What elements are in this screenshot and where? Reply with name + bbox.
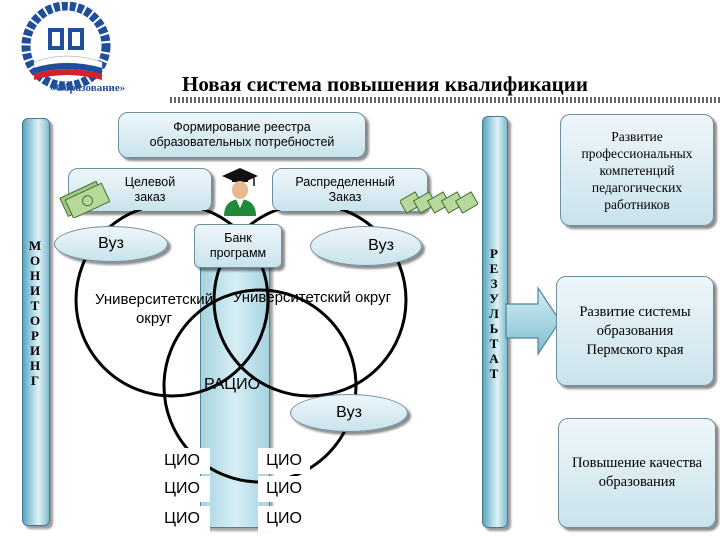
program-bank-label: Банк программ	[209, 231, 267, 260]
logo-caption: «Образование»	[50, 82, 126, 94]
univ-circle-left	[74, 210, 270, 398]
result-letter: Е	[489, 261, 499, 276]
quality-box: Повышение качества образования	[558, 418, 716, 528]
cio-left-2: ЦИО	[154, 476, 210, 502]
univ-circle-right	[212, 210, 408, 398]
graduate-icon	[222, 168, 258, 216]
cio-right-1: ЦИО	[258, 448, 310, 474]
cio-left-1: ЦИО	[154, 448, 210, 474]
monitoring-letter: О	[29, 253, 41, 268]
system-dev-box: Развитие системы образования Пермского к…	[556, 276, 714, 386]
vuz-bottom-oval: Вуз	[290, 394, 408, 432]
result-letter: Л	[489, 306, 499, 321]
distributed-order-box: Распределенный Заказ	[272, 168, 428, 212]
ratsio-label: РАЦИО	[204, 376, 261, 393]
monitoring-letter: Г	[30, 373, 40, 388]
vuz-right-oval: Вуз	[310, 226, 422, 266]
result-letter: Ь	[489, 321, 499, 336]
univ-right-label: Университетский округ	[232, 289, 392, 306]
cio-right-2: ЦИО	[258, 476, 310, 502]
money-icon	[59, 180, 110, 218]
cio-left-3: ЦИО	[154, 506, 210, 532]
logo: «Образование»	[4, 1, 154, 102]
univ-left-label: Университетский округ	[95, 291, 213, 327]
money-stack-icon	[400, 191, 478, 214]
monitoring-letter: Р	[31, 328, 39, 343]
logo-emblem	[21, 1, 111, 91]
result-letter: Р	[490, 246, 498, 261]
distributed-order-label: Распределенный Заказ	[295, 175, 395, 204]
monitoring-letter: И	[29, 343, 41, 358]
monitoring-letter: Н	[29, 358, 41, 373]
quality-label: Повышение качества образования	[571, 455, 703, 490]
monitoring-bar	[22, 118, 50, 526]
system-dev-label: Развитие системы образования Пермского к…	[579, 303, 691, 358]
vuz-left-label: Вуз	[98, 235, 124, 252]
result-letter: Т	[489, 366, 499, 381]
cio-right-3: ЦИО	[258, 506, 310, 532]
result-letter: З	[490, 276, 498, 291]
result-letter: У	[489, 291, 499, 306]
result-letter: А	[489, 351, 499, 366]
page-title: Новая система повышения квалификации	[182, 72, 588, 96]
competence-box: Развитие профессиональных компетенций пе…	[560, 114, 714, 226]
vuz-right-label: Вуз	[368, 237, 394, 254]
competence-label: Развитие профессиональных компетенций пе…	[581, 128, 693, 212]
title-divider	[170, 97, 720, 103]
circles-diagram	[74, 210, 408, 484]
target-order-label: Целевой заказ	[124, 175, 176, 204]
result-letter: Т	[489, 336, 499, 351]
registry-box: Формирование реестра образовательных пот…	[118, 112, 366, 158]
vuz-left-oval: Вуз	[54, 226, 168, 262]
result-arrow-icon	[505, 286, 561, 356]
monitoring-letter: О	[29, 313, 41, 328]
registry-label: Формирование реестра образовательных пот…	[149, 120, 335, 149]
vuz-bottom-label: Вуз	[336, 404, 362, 421]
monitoring-letter: М	[28, 238, 42, 253]
program-bank-box: Банк программ	[194, 224, 282, 268]
monitoring-letter: Т	[30, 298, 40, 313]
monitoring-letter: Н	[29, 268, 41, 283]
monitoring-letter: И	[29, 283, 41, 298]
